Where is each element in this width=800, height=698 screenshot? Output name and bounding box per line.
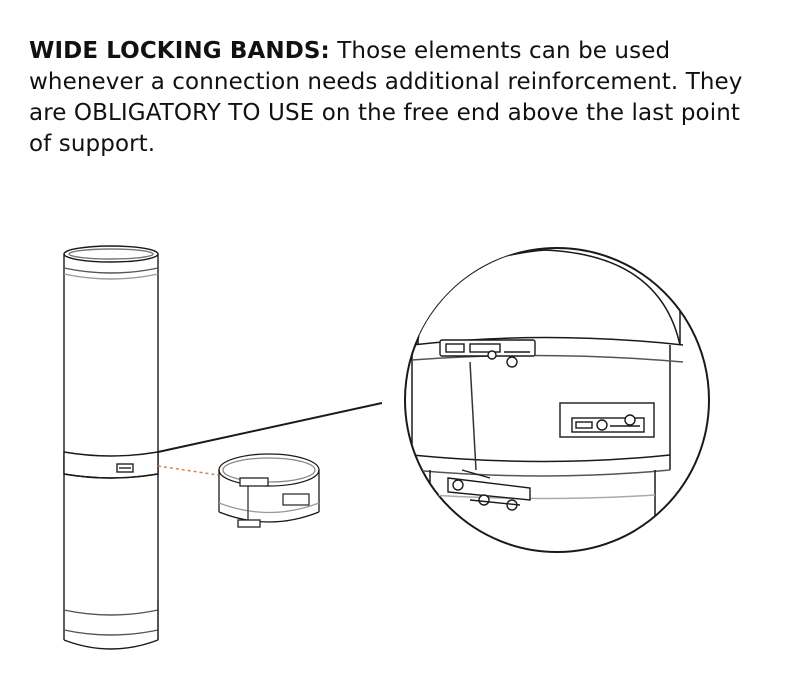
band-pointer-line xyxy=(157,465,219,476)
loose-locking-band xyxy=(218,453,320,528)
upper-latch xyxy=(439,339,536,368)
zoom-detail-circle xyxy=(404,247,710,553)
zoom-leader-line xyxy=(157,402,383,453)
pipe-locking-band xyxy=(63,451,159,479)
paragraph-heading: WIDE LOCKING BANDS: xyxy=(29,38,330,64)
paragraph-body: Those elements can be used whenever a co… xyxy=(29,38,743,157)
instruction-paragraph: WIDE LOCKING BANDS: Those elements can b… xyxy=(29,36,769,160)
middle-latch xyxy=(559,402,655,438)
lower-latch xyxy=(447,469,531,511)
chimney-pipe xyxy=(63,245,159,650)
